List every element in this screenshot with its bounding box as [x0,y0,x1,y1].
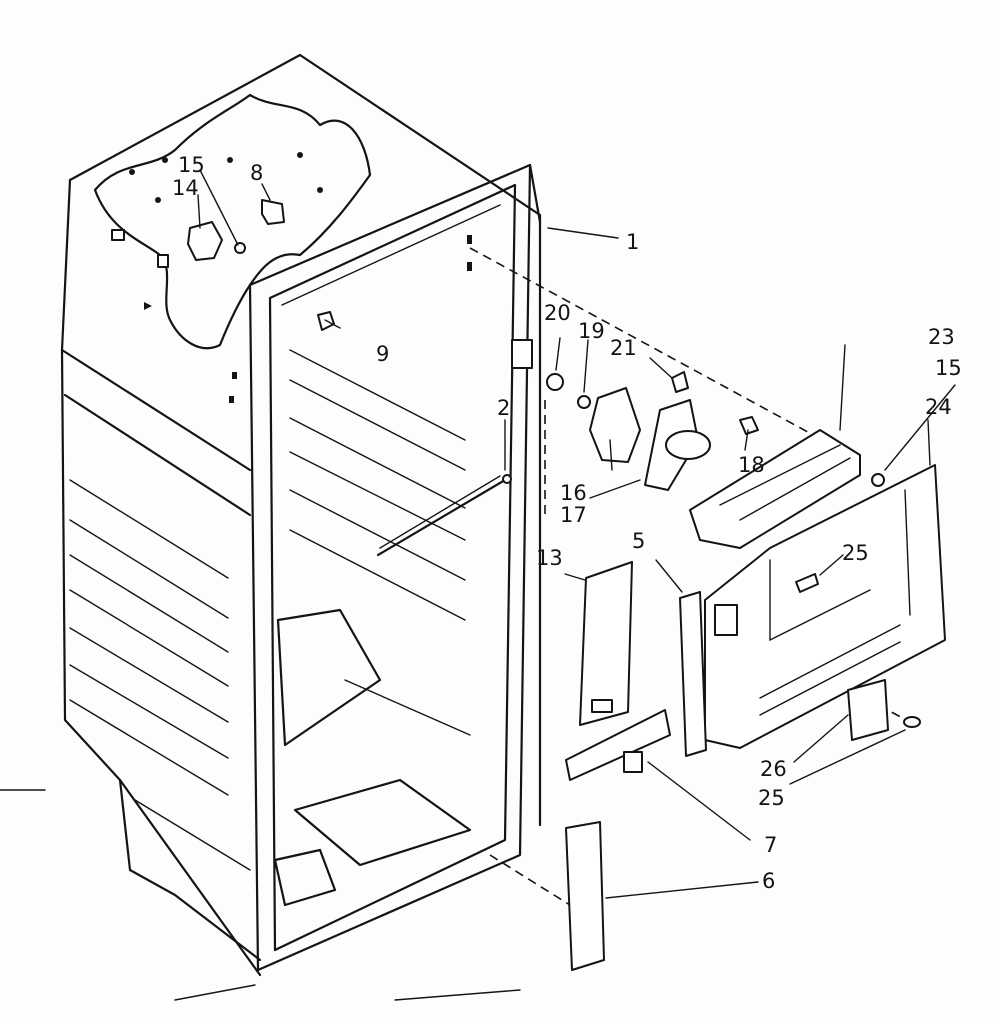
callout-2: 2 [497,396,510,420]
callout-9: 9 [376,342,389,366]
callout-17: 17 [560,503,587,527]
callout-25-lower: 25 [758,786,785,810]
callout-15-top: 15 [178,153,205,177]
callout-7: 7 [764,833,777,857]
callout-1: 1 [626,230,639,254]
callout-19: 19 [578,319,605,343]
callout-13: 13 [536,546,563,570]
callout-15-right: 15 [935,356,962,380]
assembly-guide-line [469,247,851,456]
callout-20: 20 [544,301,571,325]
assembly-guide-line [489,854,571,906]
refrigerator-cabinet [60,53,542,977]
control-parts [546,371,946,971]
callout-labels: 1 2 5 6 7 8 9 13 14 15 15 16 17 18 19 20… [172,153,962,893]
callout-18: 18 [738,453,765,477]
callout-6: 6 [762,869,775,893]
callout-23: 23 [928,325,955,349]
callout-25-upper: 25 [842,541,869,565]
callout-26: 26 [760,757,787,781]
callout-16: 16 [560,481,587,505]
callout-24: 24 [925,395,952,419]
callout-14: 14 [172,176,199,200]
callout-21: 21 [610,336,637,360]
callout-5: 5 [632,529,645,553]
leader-lines [197,169,956,899]
callout-8: 8 [250,161,263,185]
